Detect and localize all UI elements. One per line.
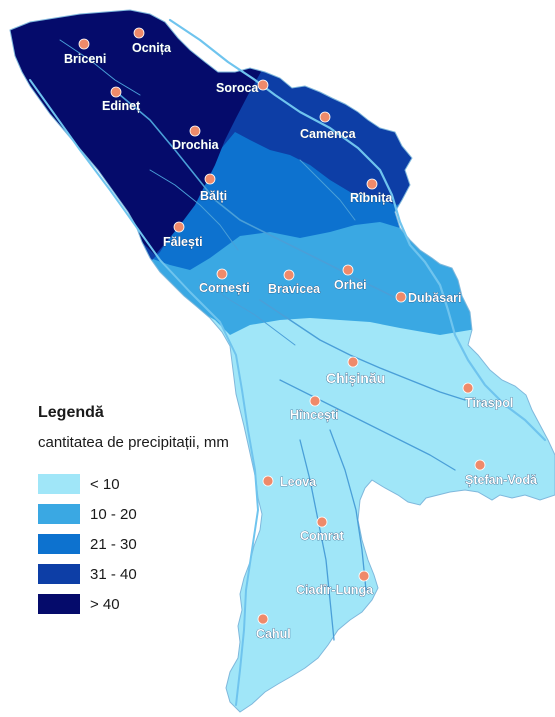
city-marker [395,291,407,303]
river-raut [119,94,401,301]
city-label: Briceni [64,52,106,66]
city-label: Ciadîr-Lunga [296,583,374,597]
city-marker [189,125,201,137]
river-bic [259,299,466,401]
city-comrat: Comrat [300,516,345,543]
legend-swatch [38,504,80,524]
city-label: Soroca [216,81,259,95]
legend-row: 10 - 20 [38,499,278,529]
city-label: Cornești [199,281,250,295]
city-marker [216,268,228,280]
city-camenca: Camenca [300,111,357,141]
city-label: Camenca [300,127,357,141]
legend-label: 31 - 40 [90,565,137,583]
city-edinet: Edineț [102,86,141,113]
city-falesti: Fălești [163,221,203,249]
city-bravicea: Bravicea [268,269,321,296]
legend-title: Legendă [38,404,104,421]
river-tributary-4 [299,159,356,221]
city-label: Chișinău [326,370,385,386]
city-label: Ocnița [132,41,172,55]
legend-swatch [38,534,80,554]
rivers [29,18,547,706]
city-label: Ștefan-Vodă [465,473,538,487]
city-marker [133,27,145,39]
river-cogalnic [329,429,367,591]
city-label: Hîncești [290,408,339,422]
legend-subtitle: cantitatea de precipitații, mm [38,434,229,451]
city-marker [262,475,274,487]
legend-label: > 40 [90,595,120,613]
river-botna [279,379,456,471]
city-dubasari: Dubăsari [395,291,462,305]
city-tiraspol: Tiraspol [462,382,514,410]
city-orhei: Orhei [334,264,367,292]
city-briceni: Briceni [64,38,107,66]
city-cahul: Cahul [256,613,291,641]
city-ribnita: Rîbnița [350,178,394,205]
city-marker [283,269,295,281]
city-marker [257,79,269,91]
city-marker [173,221,185,233]
city-marker [462,382,474,394]
legend-swatch [38,594,80,614]
city-marker [78,38,90,50]
city-leova: Leova [262,475,317,489]
legend-row: 31 - 40 [38,559,278,589]
city-label: Drochia [172,138,220,152]
legend-label: 21 - 30 [90,535,137,553]
city-label: Rîbnița [350,191,393,205]
river-ialpug [299,439,335,641]
city-ciadir-lunga: Ciadîr-Lunga [296,570,374,597]
city-marker [257,613,269,625]
city-label: Orhei [334,278,367,292]
legend-label: 10 - 20 [90,505,137,523]
city-marker [342,264,354,276]
city-label: Comrat [300,529,345,543]
river-prut [29,79,259,706]
city-label: Dubăsari [408,291,462,305]
river-tributary-2 [149,169,239,251]
city-label: Tiraspol [465,396,513,410]
city-marker [319,111,331,123]
city-label: Fălești [163,235,203,249]
city-marker [110,86,122,98]
river-tributary-3 [199,279,296,346]
city-label: Cahul [256,627,291,641]
city-marker [366,178,378,190]
river-tributary-1 [59,39,141,96]
legend-row: > 40 [38,589,278,619]
city-ocnita: Ocnița [132,27,172,55]
legend-swatch [38,564,80,584]
city-soroca: Soroca [216,79,269,95]
legend-label: < 10 [90,475,120,493]
map-legend: Legendă cantitatea de precipitații, mm <… [38,404,278,619]
city-balti: Bălți [200,173,227,203]
city-chisinau: Chișinău [326,356,385,386]
city-marker [316,516,328,528]
legend-row: 21 - 30 [38,529,278,559]
city-label: Bălți [200,189,227,203]
city-marker [474,459,486,471]
city-cornesti: Cornești [199,268,250,295]
city-hincesti: Hîncești [290,395,339,422]
city-marker [204,173,216,185]
city-drochia: Drochia [172,125,220,152]
legend-swatch [38,474,80,494]
city-marker [347,356,359,368]
city-label: Leova [280,475,317,489]
legend-row: < 10 [38,469,278,499]
city-stefan-voda: Ștefan-Vodă [465,459,538,487]
city-label: Edineț [102,99,141,113]
city-marker [358,570,370,582]
city-marker [309,395,321,407]
city-label: Bravicea [268,282,321,296]
